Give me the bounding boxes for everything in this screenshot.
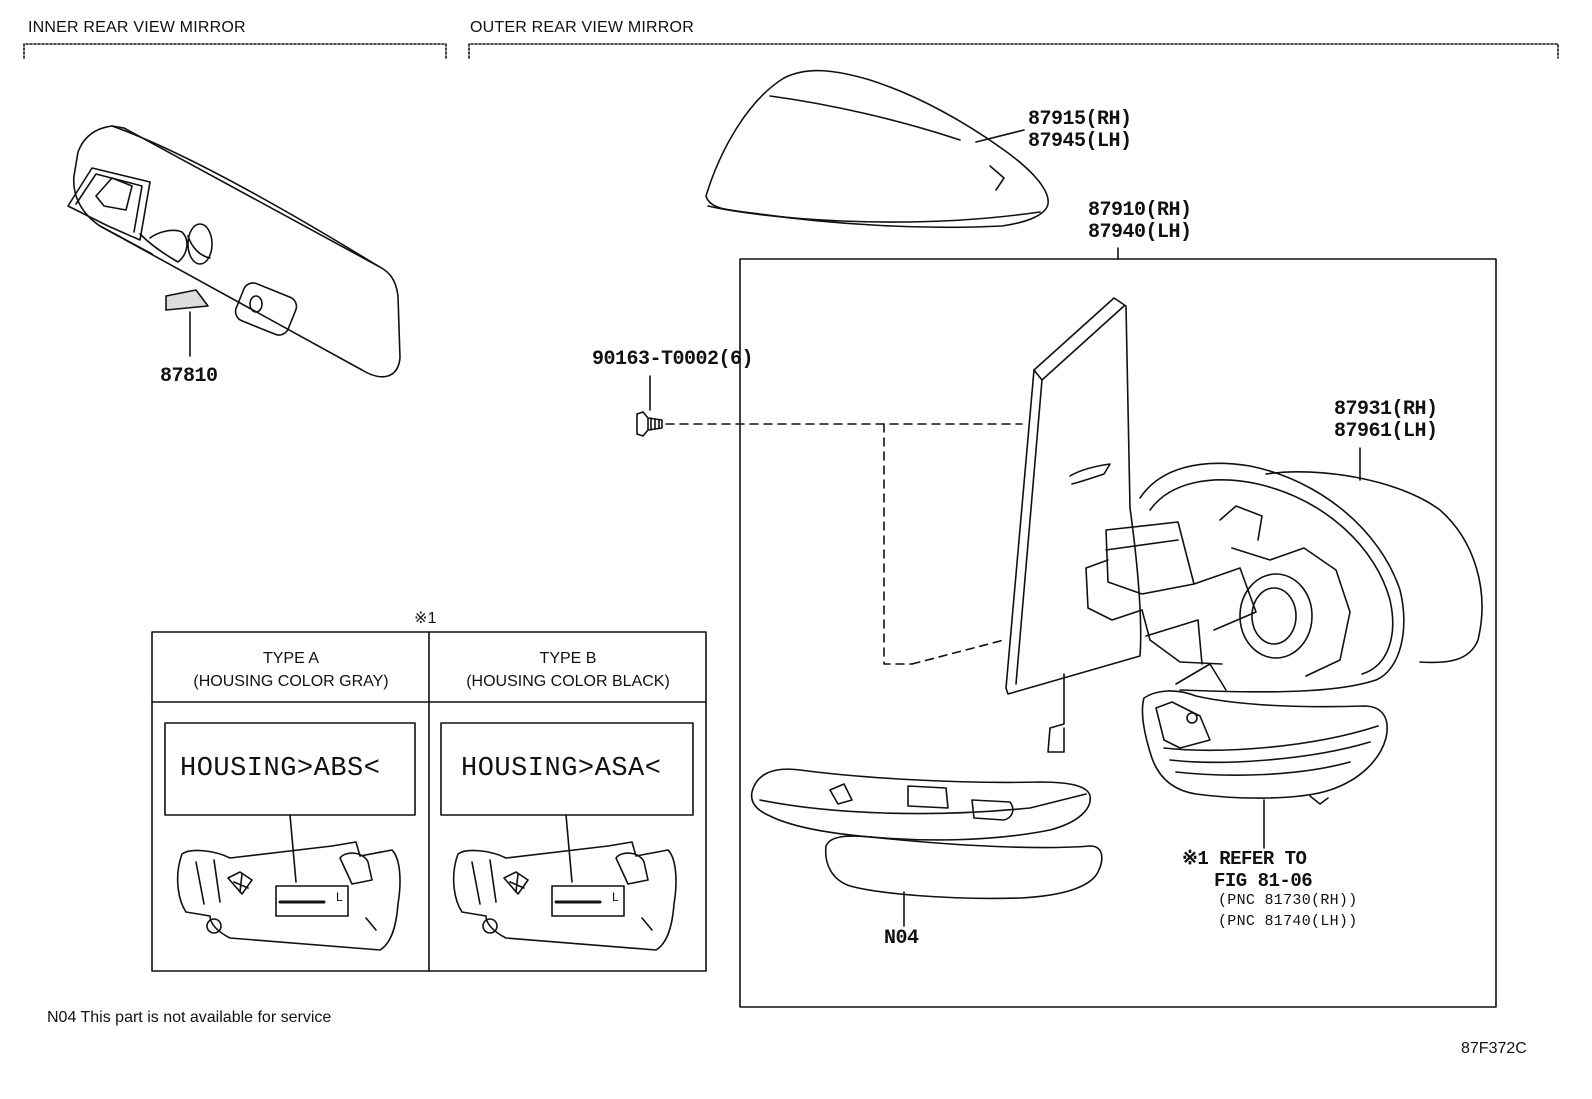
refer-line-4: (PNC 81740(LH)) xyxy=(1218,913,1358,930)
part-label-90163[interactable]: 90163-T0002(6) xyxy=(592,348,754,371)
table-mark: ※1 xyxy=(414,610,437,627)
type-a-title: TYPE A xyxy=(262,650,320,667)
housing-label-asa: HOUSING>ASA< xyxy=(461,754,662,784)
part-label-87915[interactable]: 87915(RH) xyxy=(1028,108,1132,131)
part-label-87931[interactable]: 87931(RH) xyxy=(1334,398,1438,421)
mirror-glass-drawing xyxy=(1005,297,1142,753)
inner-section-title: INNER REAR VIEW MIRROR xyxy=(28,19,246,36)
outer-section-bracket xyxy=(468,43,1559,59)
lower-cover-drawing xyxy=(750,768,1103,927)
part-label-87940[interactable]: 87940(LH) xyxy=(1088,221,1192,244)
footnote: N04 This part is not available for servi… xyxy=(47,1009,332,1026)
refer-line-3: (PNC 81730(RH)) xyxy=(1218,892,1358,909)
part-label-87945[interactable]: 87945(LH) xyxy=(1028,130,1132,153)
part-label-87961[interactable]: 87961(LH) xyxy=(1334,420,1438,443)
inner-section-bracket xyxy=(23,43,447,59)
part-label-87810[interactable]: 87810 xyxy=(160,365,218,388)
screw-leader-lines xyxy=(665,423,1023,665)
type-b-tag: L xyxy=(612,890,619,904)
turn-signal-drawing xyxy=(1141,690,1388,849)
type-table xyxy=(151,631,707,972)
frame-housing-drawing xyxy=(1085,447,1483,693)
outer-section-title: OUTER REAR VIEW MIRROR xyxy=(470,19,694,36)
type-b-title: TYPE B xyxy=(539,650,597,667)
refer-line-1: ※1 REFER TO xyxy=(1182,848,1307,870)
part-label-87910[interactable]: 87910(RH) xyxy=(1088,199,1192,222)
type-b-part-drawing xyxy=(452,841,677,951)
type-a-tag: L xyxy=(336,890,343,904)
part-label-n04[interactable]: N04 xyxy=(884,927,919,950)
screw-drawing xyxy=(636,375,663,437)
type-b-subtitle: (HOUSING COLOR BLACK) xyxy=(466,673,670,690)
type-a-subtitle: (HOUSING COLOR GRAY) xyxy=(193,673,389,690)
mirror-cover-drawing xyxy=(705,69,1049,229)
assembly-box xyxy=(739,247,1497,1008)
housing-label-abs: HOUSING>ABS< xyxy=(180,754,381,784)
inner-mirror-drawing xyxy=(67,125,401,378)
refer-line-2[interactable]: FIG 81-06 xyxy=(1214,870,1313,892)
type-a-part-drawing xyxy=(176,841,401,951)
figure-code: 87F372C xyxy=(1461,1040,1527,1057)
